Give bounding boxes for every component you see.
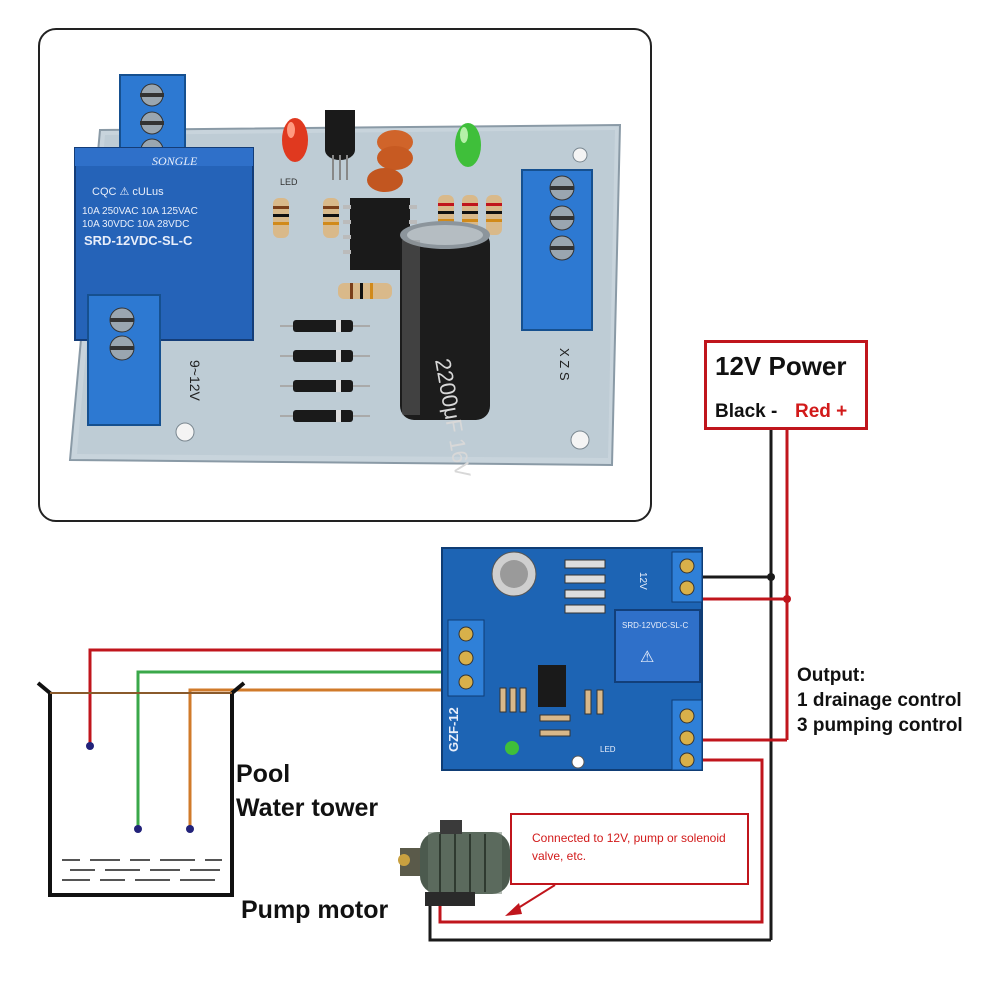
pump-motor-label: Pump motor bbox=[241, 896, 389, 924]
relay-rating-2: 10A 30VDC 10A 28VDC bbox=[82, 219, 189, 230]
board-relay bbox=[614, 609, 701, 683]
diode bbox=[280, 350, 370, 362]
resistor bbox=[338, 283, 392, 299]
red-led bbox=[282, 118, 308, 162]
output-heading: Output: bbox=[797, 665, 866, 686]
output-description: Output: 1 drainage control 3 pumping con… bbox=[797, 663, 963, 738]
terminal-block-bottom-left bbox=[87, 294, 161, 426]
output-line-2: 3 pumping control bbox=[797, 715, 963, 736]
water-tank bbox=[36, 681, 246, 897]
note-text: Connected to 12V, pump or solenoid valve… bbox=[532, 831, 726, 863]
green-led bbox=[455, 123, 481, 167]
resistor bbox=[273, 198, 289, 238]
board-power-terminal bbox=[671, 551, 703, 603]
board-output-terminal bbox=[671, 699, 703, 771]
wire-probe-red bbox=[88, 648, 445, 745]
diode bbox=[280, 380, 370, 392]
note-box: Connected to 12V, pump or solenoid valve… bbox=[510, 813, 749, 885]
mounting-hole bbox=[572, 147, 588, 163]
ceramic-capacitor bbox=[367, 168, 403, 192]
electrolytic-capacitor: 2200μF 16V bbox=[400, 221, 490, 480]
power-black-label: Black - bbox=[715, 401, 778, 422]
relay-model: SRD-12VDC-SL-C bbox=[84, 233, 193, 248]
board-capacitor bbox=[491, 551, 537, 597]
probe-tip bbox=[134, 825, 142, 833]
board-diagram: SRD-12VDC-SL-C ⚠ 12V LED G bbox=[441, 547, 703, 771]
note-arrow bbox=[514, 884, 556, 911]
relay-brand: SONGLE bbox=[152, 154, 198, 168]
board-relay-model: SRD-12VDC-SL-C bbox=[622, 621, 688, 630]
led-label: LED bbox=[280, 177, 298, 187]
mounting-hole bbox=[570, 430, 590, 450]
ceramic-capacitor bbox=[377, 146, 413, 170]
resistor bbox=[486, 195, 502, 235]
resistor bbox=[323, 198, 339, 238]
relay-rating-1: 10A 250VAC 10A 125VAC bbox=[82, 206, 198, 217]
tank-labels: Pool Water tower bbox=[236, 757, 378, 825]
board-power-label: 12V bbox=[637, 572, 648, 590]
mounting-hole bbox=[175, 422, 195, 442]
board-photo: SONGLE CQC ⚠ cULus 10A 250VAC 10A 125VAC… bbox=[68, 74, 622, 480]
probe-tip bbox=[186, 825, 194, 833]
power-title: 12V Power bbox=[715, 351, 847, 381]
board-led-label: LED bbox=[600, 745, 616, 754]
power-red-label: Red + bbox=[795, 401, 848, 422]
junction-dot bbox=[783, 595, 791, 603]
svg-text:CQC ⚠ cULus: CQC ⚠ cULus bbox=[92, 186, 164, 198]
board-probe-terminal bbox=[447, 619, 485, 697]
wire-black-pump bbox=[428, 905, 771, 942]
power-supply-box: 12V Power Black - Red + bbox=[704, 340, 868, 430]
board-photo-frame: SONGLE CQC ⚠ cULus 10A 250VAC 10A 125VAC… bbox=[38, 28, 652, 522]
voltage-label: 9~12V bbox=[187, 360, 203, 402]
diode bbox=[280, 410, 370, 422]
terminal-block-right bbox=[521, 169, 593, 331]
transistor bbox=[325, 110, 355, 180]
board-ic bbox=[538, 665, 566, 707]
terminal-label: X Z S bbox=[557, 348, 572, 381]
diode bbox=[280, 320, 370, 332]
tank-label-water-tower: Water tower bbox=[236, 794, 379, 822]
board-model-label: GZF-12 bbox=[446, 707, 461, 752]
pump-motor-icon bbox=[398, 820, 510, 906]
output-line-1: 1 drainage control bbox=[797, 690, 962, 711]
ic-chip bbox=[343, 198, 417, 270]
svg-text:⚠: ⚠ bbox=[640, 649, 654, 666]
tank-label-pool: Pool bbox=[236, 760, 291, 788]
board-led bbox=[505, 741, 519, 755]
junction-dot bbox=[767, 573, 775, 581]
probe-tip bbox=[86, 742, 94, 750]
